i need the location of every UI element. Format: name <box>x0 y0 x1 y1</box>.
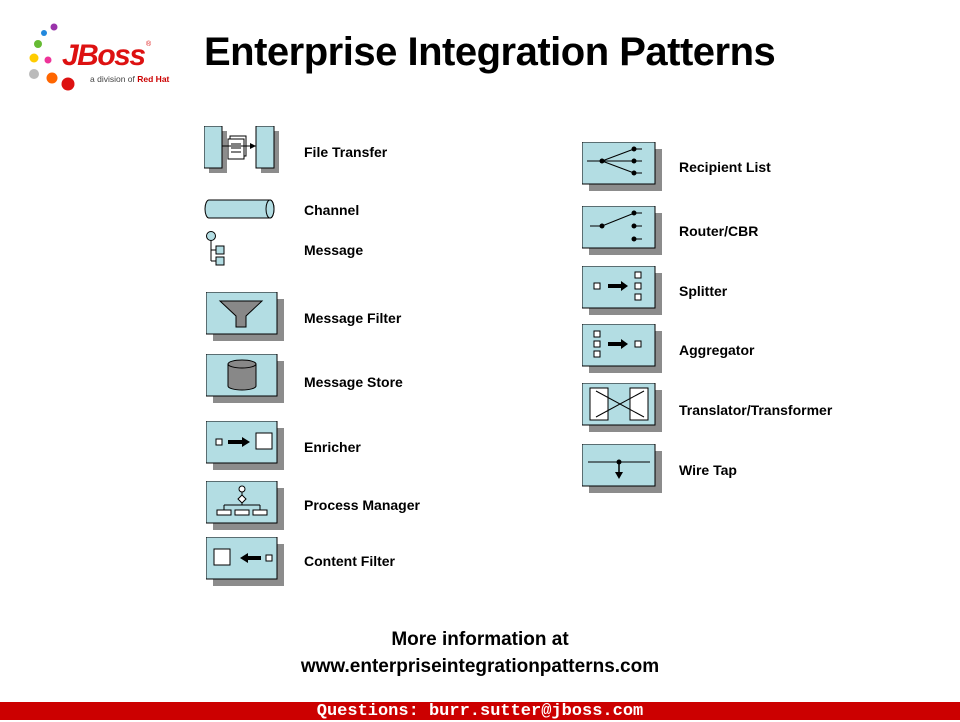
message-icon <box>206 231 225 266</box>
label-message-filter: Message Filter <box>304 310 402 326</box>
label-aggregator: Aggregator <box>679 342 755 358</box>
content-filter-icon <box>206 537 284 586</box>
message-store-icon <box>206 354 284 403</box>
more-info-link[interactable]: www.enterpriseintegrationpatterns.com <box>300 656 660 677</box>
label-router: Router/CBR <box>679 223 759 239</box>
label-translator: Translator/Transformer <box>679 402 833 418</box>
label-file-transfer: File Transfer <box>304 144 388 160</box>
svg-text:a division of Red Hat: a division of Red Hat <box>90 74 170 84</box>
label-content-filter: Content Filter <box>304 553 395 569</box>
process-manager-icon <box>206 481 284 530</box>
wire-tap-icon <box>582 444 662 493</box>
page-title: Enterprise Integration Patterns <box>204 30 776 74</box>
translator-icon <box>582 383 662 432</box>
label-process-manager: Process Manager <box>304 497 420 513</box>
label-splitter: Splitter <box>679 283 728 299</box>
recipient-list-icon <box>582 142 662 191</box>
message-filter-icon <box>206 292 284 341</box>
channel-icon <box>204 199 275 219</box>
label-message-store: Message Store <box>304 374 403 390</box>
router-icon <box>582 206 662 255</box>
aggregator-icon <box>582 324 662 373</box>
file-transfer-icon <box>204 126 279 173</box>
more-info-text: More information at <box>391 629 569 650</box>
label-message: Message <box>304 242 364 258</box>
enricher-icon <box>206 421 284 470</box>
label-wire-tap: Wire Tap <box>679 462 737 478</box>
label-recipient-list: Recipient List <box>679 159 771 175</box>
svg-text:®: ® <box>146 40 152 48</box>
label-enricher: Enricher <box>304 439 361 455</box>
label-channel: Channel <box>304 202 360 218</box>
svg-text:JBoss: JBoss <box>62 39 145 72</box>
splitter-icon <box>582 266 662 315</box>
footer-contact: Questions: burr.sutter@jboss.com <box>0 702 960 721</box>
jboss-logo: JBoss ® a division of Red Hat <box>29 23 170 91</box>
